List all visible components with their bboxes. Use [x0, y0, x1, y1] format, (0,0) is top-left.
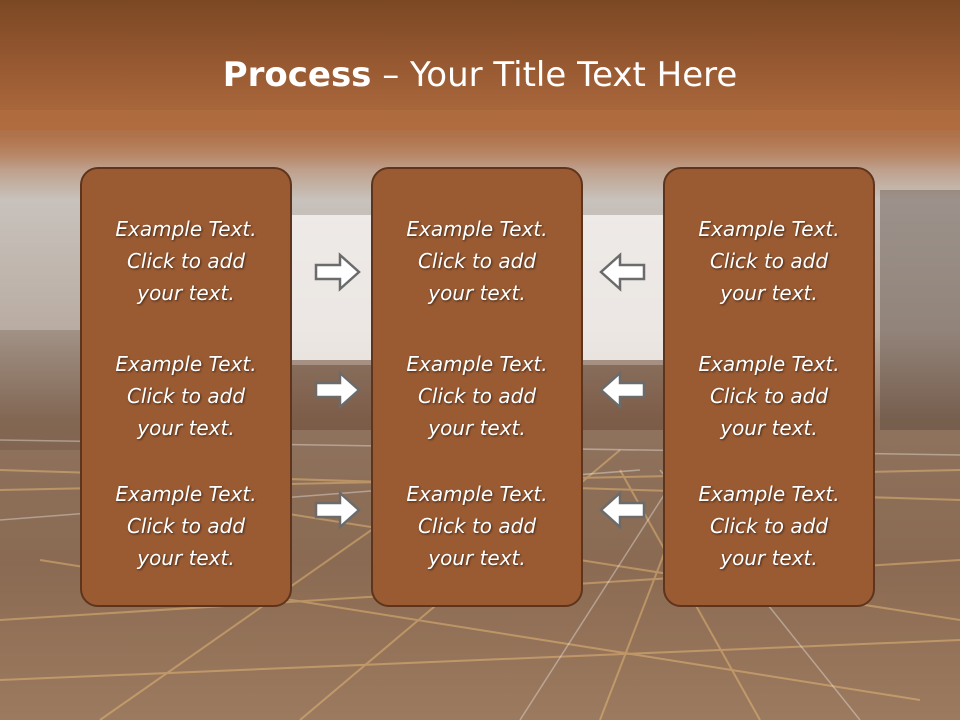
title-bold: Process	[222, 55, 372, 95]
text-line: your text.	[137, 281, 235, 305]
arrow-right-icon	[314, 252, 361, 292]
text-line: Click to add	[126, 514, 246, 538]
text-line: Example Text.	[115, 352, 257, 376]
text-line: Click to add	[709, 249, 829, 273]
text-line: Click to add	[709, 384, 829, 408]
text-line: Example Text.	[406, 217, 548, 241]
text-line: Click to add	[126, 249, 246, 273]
arrow-left-icon	[599, 490, 646, 530]
text-line: your text.	[720, 281, 818, 305]
arrow-right-icon	[314, 370, 361, 410]
text-line: your text.	[137, 546, 235, 570]
text-line: Click to add	[417, 384, 537, 408]
text-block[interactable]: Example Text. Click to add your text.	[665, 348, 873, 444]
text-line: your text.	[428, 281, 526, 305]
text-line: Example Text.	[698, 482, 840, 506]
text-line: Click to add	[417, 514, 537, 538]
text-block[interactable]: Example Text. Click to add your text.	[665, 213, 873, 309]
text-line: Example Text.	[406, 482, 548, 506]
text-line: your text.	[137, 416, 235, 440]
title-rest: – Your Title Text Here	[371, 55, 738, 95]
text-line: Example Text.	[698, 352, 840, 376]
text-block[interactable]: Example Text. Click to add your text.	[373, 213, 581, 309]
text-line: your text.	[720, 546, 818, 570]
process-panel-center[interactable]: Example Text. Click to add your text. Ex…	[371, 167, 583, 607]
title-band	[0, 0, 960, 130]
text-line: your text.	[428, 546, 526, 570]
text-block[interactable]: Example Text. Click to add your text.	[373, 348, 581, 444]
text-block[interactable]: Example Text. Click to add your text.	[82, 478, 290, 574]
text-block[interactable]: Example Text. Click to add your text.	[665, 478, 873, 574]
arrow-left-icon	[599, 252, 646, 292]
text-line: Click to add	[126, 384, 246, 408]
text-line: Example Text.	[115, 482, 257, 506]
text-line: Click to add	[417, 249, 537, 273]
text-line: Click to add	[709, 514, 829, 538]
text-line: Example Text.	[115, 217, 257, 241]
slide-title[interactable]: Process – Your Title Text Here	[0, 52, 960, 98]
text-line: your text.	[428, 416, 526, 440]
arrow-left-icon	[599, 370, 646, 410]
text-line: Example Text.	[406, 352, 548, 376]
title-fade	[0, 110, 960, 170]
process-panel-left[interactable]: Example Text. Click to add your text. Ex…	[80, 167, 292, 607]
text-block[interactable]: Example Text. Click to add your text.	[82, 348, 290, 444]
text-line: your text.	[720, 416, 818, 440]
text-block[interactable]: Example Text. Click to add your text.	[82, 213, 290, 309]
arrow-right-icon	[314, 490, 361, 530]
text-block[interactable]: Example Text. Click to add your text.	[373, 478, 581, 574]
text-line: Example Text.	[698, 217, 840, 241]
process-panel-right[interactable]: Example Text. Click to add your text. Ex…	[663, 167, 875, 607]
